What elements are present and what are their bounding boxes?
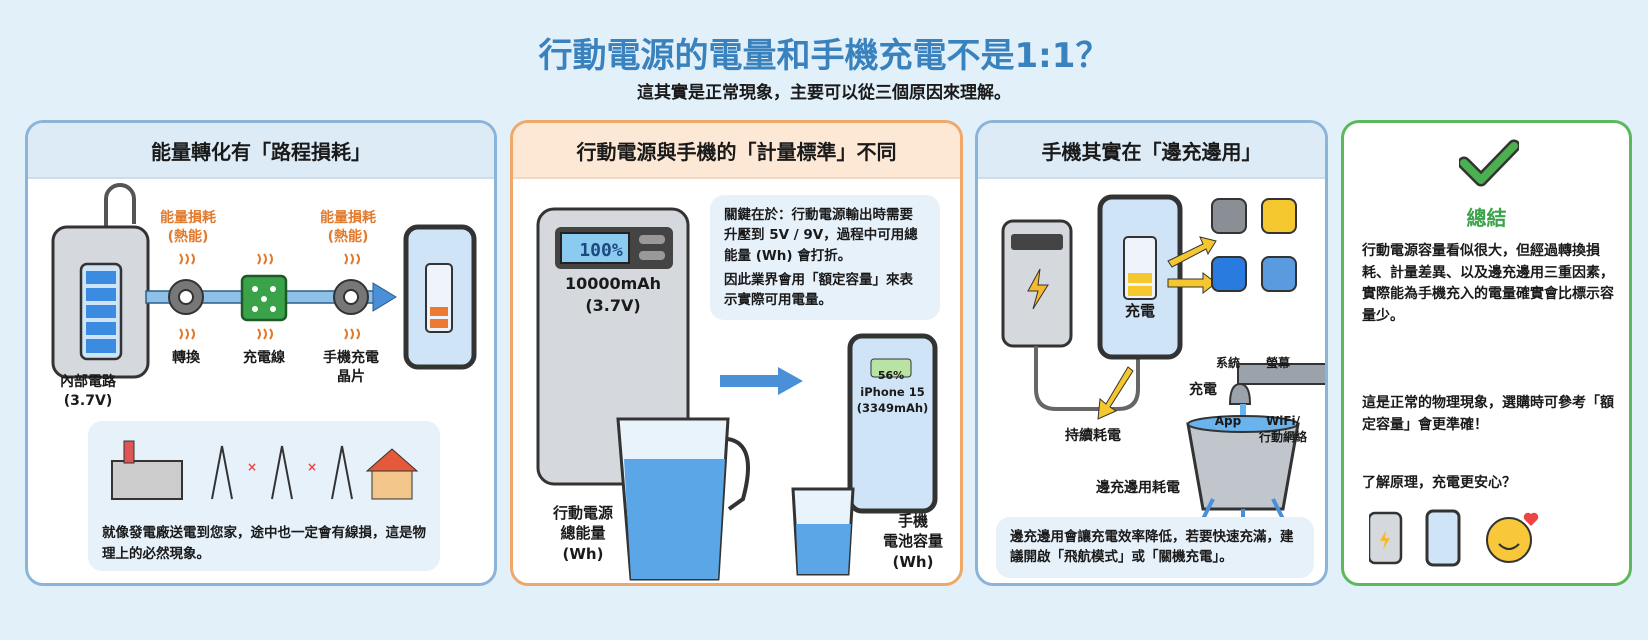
phone-model: iPhone 15 (860, 385, 925, 399)
app-label-screen: 螢幕 (1265, 356, 1290, 370)
drain-label: 持續耗電 (1065, 428, 1121, 444)
cable-label: 充電線 (243, 350, 285, 366)
explanation-bubble: 關鍵在於：行動電源輸出時需要升壓到 5V / 9V，過程中可用總能量 (Wh) … (710, 195, 940, 321)
app-label-app: App (1214, 414, 1242, 428)
loss-sub: (熱能) (327, 228, 369, 245)
charging-label: 充電 (1124, 302, 1155, 320)
analogy-text: 就像發電廠送電到您家，途中也一定會有線損，這是物理上的必然現象。 (102, 525, 426, 562)
panel-title: 手機其實在「邊充邊用」 (978, 123, 1325, 179)
gear-icon (168, 279, 204, 315)
phone-capacity: (3349mAh) (856, 400, 929, 415)
bank-label-3: (Wh) (562, 544, 604, 563)
panel-title: 能量轉化有「路程損耗」 (28, 123, 494, 179)
phone-label-3: (Wh) (892, 552, 934, 571)
measurement-illustration (536, 207, 938, 581)
phone-label-2: 電池容量 (882, 532, 943, 551)
phone-label: 手機 (897, 512, 928, 530)
app-label-system: 系統 (1215, 356, 1240, 370)
phone-icon (1097, 194, 1183, 360)
tip-box: 邊充邊用會讓充電效率降低，若要快速充滿，建議開啟「飛航模式」或「關機充電」。 (996, 517, 1314, 578)
tap-label: 充電 (1189, 382, 1217, 398)
chip-label-2: 晶片 (337, 368, 365, 385)
bank-label-2: 總能量 (560, 524, 606, 543)
phone-battery-percent: 56% (877, 369, 905, 382)
panel-title: 行動電源與手機的「計量標準」不同 (513, 123, 960, 179)
page-subtitle: 這其實是正常現象，主要可以從三個原因來理解。 (637, 83, 1011, 103)
settings-icon (1211, 198, 1247, 234)
convert-label: 轉換 (172, 350, 200, 366)
small-measuring-jug-icon (791, 487, 855, 576)
gear-icon (333, 279, 369, 315)
summary-para-2: 這是正常的物理現象，選購時可參考「額定容量」會更準確！ (1362, 395, 1614, 433)
checkmark-icon (1459, 139, 1519, 187)
explanation-1: 關鍵在於：行動電源輸出時需要升壓到 5V / 9V，過程中可用總能量 (Wh) … (724, 207, 918, 264)
voltage-label: (3.7V) (585, 295, 641, 315)
phone-icon (1425, 509, 1461, 567)
large-measuring-jug-icon (616, 417, 750, 581)
summary-para-3: 了解原理，充電更安心？ (1362, 475, 1516, 491)
internal-voltage: (3.7V) (63, 392, 113, 409)
summary-title: 總結 (1466, 206, 1507, 230)
drain-arrows (1097, 236, 1217, 420)
explanation-2: 因此業界會用「額定容量」來表示實際可用電量。 (724, 271, 913, 308)
power-bank-icon (1369, 511, 1403, 565)
arrow-icon (720, 367, 803, 395)
loss-sub: (熱能) (167, 228, 209, 245)
internal-label: 內部電路 (60, 374, 116, 390)
power-bank-icon (1001, 219, 1073, 348)
power-bank-display: 100% (579, 240, 623, 261)
faucet-icon (1228, 363, 1325, 434)
screen-icon (1261, 198, 1297, 234)
energy-flow-illustration (51, 183, 477, 379)
summary-icons (1369, 509, 1539, 567)
smiley-heart-icon (1486, 512, 1539, 563)
power-bank-icon (536, 207, 690, 486)
analogy-box: ×× 就像發電廠送電到您家，途中也一定會有線損，這是物理上的必然現象。 (88, 421, 440, 571)
panel-measurement: 行動電源與手機的「計量標準」不同 100% 10000mAh (3.7V) 關鍵在… (510, 120, 963, 586)
chip-icon (240, 274, 288, 322)
power-bank-icon (51, 183, 150, 379)
summary-para-1: 行動電源容量看似很大，但經過轉換損耗、計量差異、以及邊充邊用三重因素，實際能為手… (1362, 243, 1614, 325)
page-title: 行動電源的電量和手機充電不是1:1？ (538, 36, 1110, 76)
loss-label: 能量損耗 (320, 210, 376, 226)
app-store-icon (1211, 256, 1247, 292)
app-icons (1211, 198, 1297, 292)
panel-energy-loss: 能量轉化有「路程損耗」 能量損耗 (熱能) 能量損耗 (熱能) 內部電路 (3.7V)… (25, 120, 497, 586)
chip-label: 手機充電 (323, 350, 379, 366)
phone-icon (847, 333, 938, 514)
heat-icons (179, 253, 360, 340)
capacity-label: 10000mAh (564, 274, 662, 293)
panel-charge-while-using: 手機其實在「邊充邊用」 充電 系統 螢幕 App WiFi/ 行動網絡 持續耗電… (975, 120, 1328, 586)
svg-text:×: × (307, 460, 317, 474)
usage-illustration (1001, 194, 1325, 534)
panel-summary: 總結 行動電源容量看似很大，但經過轉換損耗、計量差異、以及邊充邊用三重因素，實際… (1341, 120, 1632, 586)
svg-text:×: × (247, 460, 257, 474)
phone-icon (403, 224, 477, 370)
app-label-wifi: WiFi/ 行動網絡 (1258, 414, 1307, 445)
bank-label: 行動電源 (552, 504, 613, 522)
wifi-icon (1261, 256, 1297, 292)
power-grid-illustration: ×× (111, 440, 419, 500)
loss-label: 能量損耗 (160, 210, 216, 226)
bucket-label: 邊充邊用耗電 (1096, 480, 1180, 496)
cable (1034, 329, 1140, 411)
